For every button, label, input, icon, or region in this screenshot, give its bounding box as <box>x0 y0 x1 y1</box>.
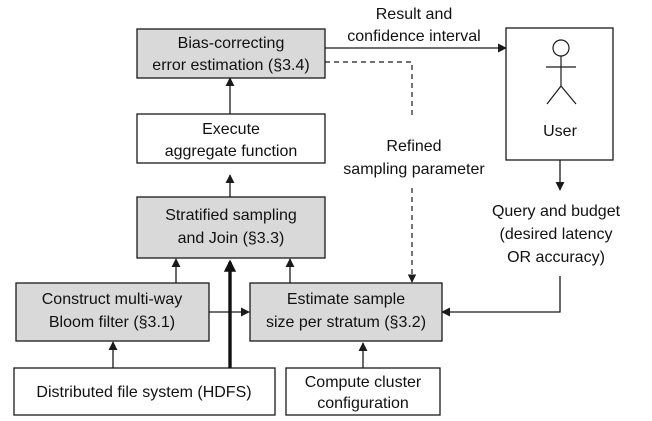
distributed-fs-rect <box>13 367 276 416</box>
construct-bloom-box: Construct multi-way Bloom filter (§3.1) <box>15 282 210 342</box>
query-to-estimate-arrow <box>441 276 561 317</box>
execute-aggregate-rect <box>136 113 326 164</box>
stratified-sampling-box: Stratified sampling and Join (§3.3) <box>136 196 326 259</box>
stratified-sampling-line2: and Join (§3.3) <box>178 230 285 247</box>
estimate-sample-line1: Estimate sample <box>287 291 405 308</box>
bias-correcting-rect <box>136 28 326 79</box>
query-label-line1: Query and budget <box>492 203 621 220</box>
query-label: Query and budget (desired latency OR acc… <box>492 203 621 266</box>
construct-bloom-line1: Construct multi-way <box>42 291 182 308</box>
stick-figure-icon <box>546 39 577 105</box>
connectors <box>108 43 565 368</box>
refined-label-line1: Refined <box>386 138 441 155</box>
result-label-line2: confidence interval <box>347 28 480 45</box>
estimate-sample-line2: size per stratum (§3.2) <box>266 314 426 331</box>
result-label-line1: Result and <box>376 6 453 23</box>
execute-aggregate-line1: Execute <box>202 121 260 138</box>
compute-cluster-line2: configuration <box>317 395 409 412</box>
stratified-sampling-line1: Stratified sampling <box>165 207 297 224</box>
bias-correcting-box: Bias-correcting error estimation (§3.4) <box>136 28 326 79</box>
refined-parameter-dashed-arrow <box>325 61 413 118</box>
estimate-sample-box: Estimate sample size per stratum (§3.2) <box>249 282 443 342</box>
result-label: Result and confidence interval <box>347 6 480 45</box>
bias-correcting-line1: Bias-correcting <box>178 35 285 52</box>
user-box: User <box>505 27 614 161</box>
bias-correcting-line2: error estimation (§3.4) <box>152 57 309 74</box>
estimate-sample-rect <box>249 282 443 342</box>
execute-aggregate-line2: aggregate function <box>165 143 298 160</box>
stratified-sampling-rect <box>136 196 326 259</box>
construct-bloom-rect <box>15 282 210 342</box>
compute-cluster-box: Compute cluster configuration <box>285 367 441 416</box>
construct-bloom-line2: Bloom filter (§3.1) <box>49 314 175 331</box>
distributed-fs-label: Distributed file system (HDFS) <box>36 384 251 401</box>
refined-label: Refined sampling parameter <box>343 138 485 178</box>
execute-aggregate-box: Execute aggregate function <box>136 113 326 164</box>
compute-cluster-line1: Compute cluster <box>305 374 422 391</box>
query-label-line2: (desired latency <box>500 226 613 243</box>
compute-cluster-rect <box>285 367 441 416</box>
distributed-fs-box: Distributed file system (HDFS) <box>13 367 276 416</box>
query-label-line3: OR accuracy) <box>507 249 605 266</box>
user-label: User <box>543 123 577 140</box>
refined-label-line2: sampling parameter <box>343 161 485 178</box>
